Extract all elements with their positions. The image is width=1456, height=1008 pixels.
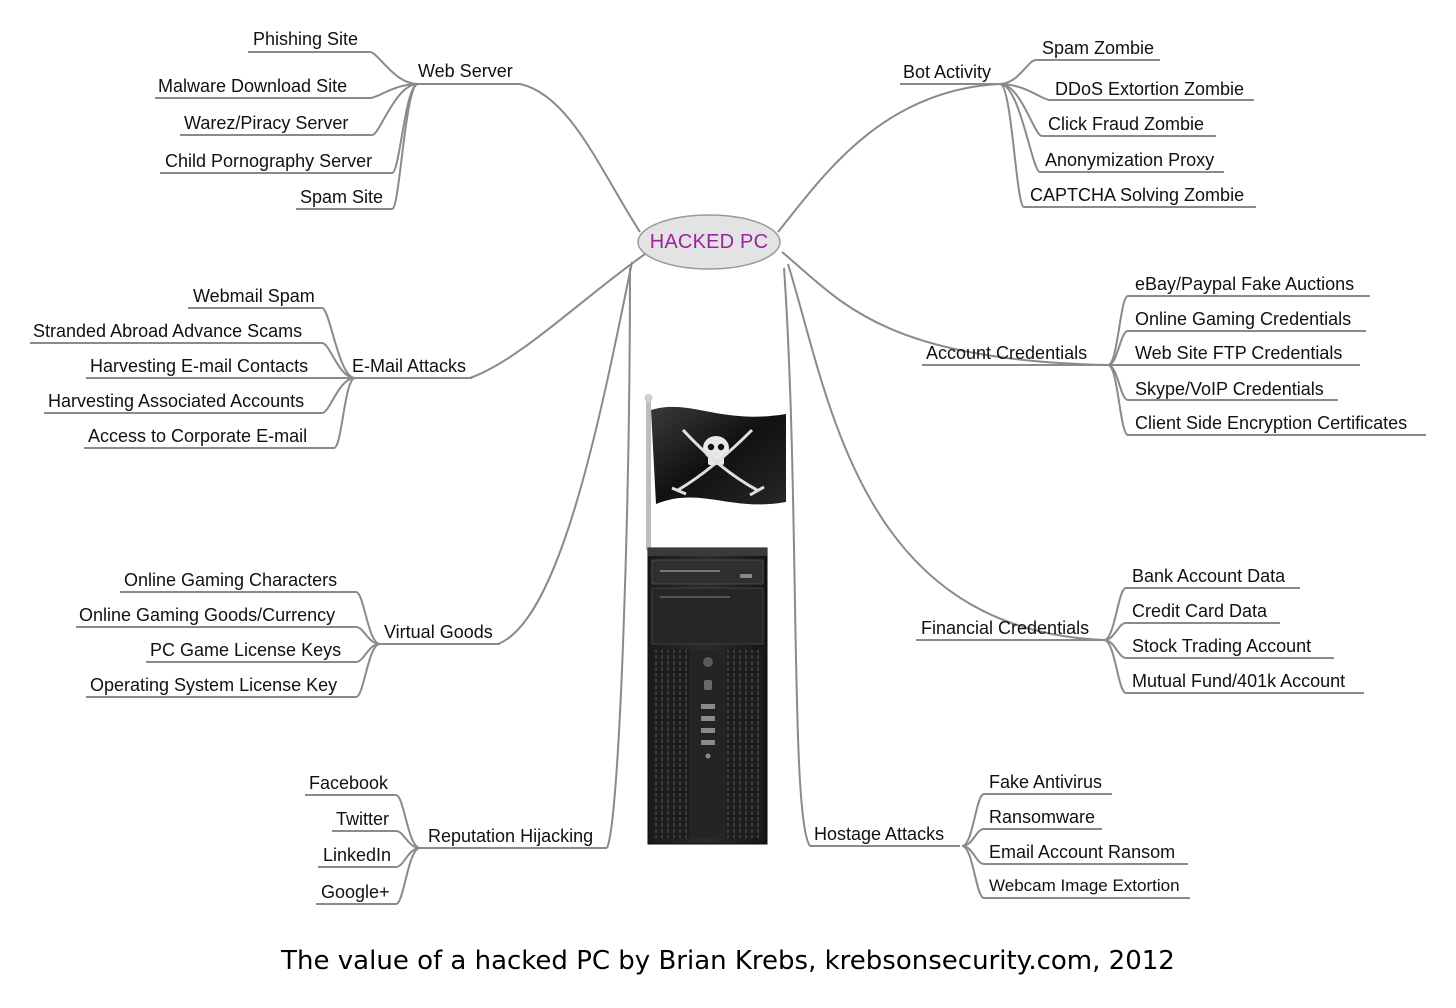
leaf-webmail-spam: Webmail Spam	[193, 286, 315, 306]
leaf-access-corporate-email: Access to Corporate E-mail	[88, 426, 308, 446]
leaf-connector-32	[961, 793, 1112, 847]
leaf-connector-31	[1103, 639, 1364, 694]
leaf-connector-9	[84, 377, 356, 449]
connector-web-server	[519, 83, 641, 233]
connector-hostage-attacks	[783, 267, 811, 847]
leaf-os-license-key: Operating System License Key	[90, 675, 338, 695]
leaf-connector-0	[248, 51, 419, 85]
leaf-online-gaming-characters: Online Gaming Characters	[124, 570, 338, 590]
leaf-connector-10	[120, 591, 381, 645]
center-node-label: HACKED PC	[649, 230, 769, 253]
leaf-google-plus: Google+	[321, 882, 390, 902]
leaf-spam-site: Spam Site	[300, 187, 384, 207]
leaf-connector-21	[999, 83, 1224, 173]
leaf-stranded-abroad-scams: Stranded Abroad Advance Scams	[33, 321, 303, 341]
leaf-connector-35	[961, 845, 1190, 899]
leaf-connector-22	[999, 83, 1256, 208]
pirate-flag-icon	[644, 394, 786, 550]
branch-label-bot-activity: Bot Activity	[903, 62, 992, 82]
leaf-web-site-ftp-credentials: Web Site FTP Credentials	[1135, 343, 1343, 363]
connector-virtual-goods	[497, 261, 633, 645]
leaf-connector-8	[44, 377, 356, 414]
leaf-facebook: Facebook	[309, 773, 389, 793]
leaf-bank-account-data: Bank Account Data	[1132, 566, 1286, 586]
connector-reputation-hijacking	[606, 267, 631, 849]
leaf-phishing-site: Phishing Site	[253, 29, 359, 49]
leaf-connector-2	[180, 83, 419, 136]
branch-label-virtual-goods: Virtual Goods	[384, 622, 493, 642]
leaf-webcam-image-extortion: Webcam Image Extortion	[989, 876, 1180, 895]
leaf-ebay-paypal-fake-auctions: eBay/Paypal Fake Auctions	[1135, 274, 1355, 294]
branch-label-email-attacks: E-Mail Attacks	[352, 356, 467, 376]
leaf-client-side-encryption-certs: Client Side Encryption Certificates	[1135, 413, 1408, 433]
branch-label-financial-credentials: Financial Credentials	[921, 618, 1090, 638]
leaf-connector-14	[305, 794, 421, 849]
connector-financial-credentials	[787, 263, 1105, 641]
branch-label-web-server: Web Server	[418, 61, 513, 81]
branch-label-hostage-attacks: Hostage Attacks	[814, 824, 945, 844]
leaf-connector-13	[86, 643, 381, 698]
leaf-connector-27	[1107, 364, 1426, 436]
leaf-linkedin: LinkedIn	[323, 845, 392, 865]
connector-bot-activity	[777, 83, 1001, 233]
connector-email-attacks	[469, 253, 646, 379]
leaf-spam-zombie: Spam Zombie	[1042, 38, 1155, 58]
leaf-connector-6	[30, 342, 356, 379]
leaf-warez-piracy-server: Warez/Piracy Server	[184, 113, 349, 133]
leaf-harvesting-associated-accounts: Harvesting Associated Accounts	[48, 391, 305, 411]
leaf-stock-trading-account: Stock Trading Account	[1132, 636, 1312, 656]
connector-account-credentials	[781, 251, 1109, 366]
leaf-twitter: Twitter	[336, 809, 390, 829]
leaf-connector-28	[1103, 587, 1300, 641]
leaf-mutual-fund-401k: Mutual Fund/401k Account	[1132, 671, 1346, 691]
leaf-ddos-extortion-zombie: DDoS Extortion Zombie	[1055, 79, 1245, 99]
leaf-click-fraud-zombie: Click Fraud Zombie	[1048, 114, 1205, 134]
computer-tower-icon	[647, 547, 768, 845]
branch-label-reputation-hijacking: Reputation Hijacking	[428, 826, 594, 846]
leaf-online-gaming-goods: Online Gaming Goods/Currency	[79, 605, 336, 625]
leaf-connector-20	[999, 83, 1216, 137]
leaf-email-account-ransom: Email Account Ransom	[989, 842, 1176, 862]
leaf-harvesting-email-contacts: Harvesting E-mail Contacts	[90, 356, 309, 376]
center-node	[637, 214, 781, 270]
connector-lines	[30, 51, 1426, 905]
leaf-child-pornography-server: Child Pornography Server	[165, 151, 373, 171]
leaf-anonymization-proxy: Anonymization Proxy	[1045, 150, 1215, 170]
leaf-credit-card-data: Credit Card Data	[1132, 601, 1268, 621]
leaf-pc-game-license-keys: PC Game License Keys	[150, 640, 342, 660]
leaf-ransomware: Ransomware	[989, 807, 1096, 827]
leaf-connector-4	[296, 83, 419, 210]
leaf-captcha-solving-zombie: CAPTCHA Solving Zombie	[1030, 185, 1245, 205]
figure-caption: The value of a hacked PC by Brian Krebs,…	[281, 946, 1175, 976]
leaf-malware-download-site: Malware Download Site	[158, 76, 348, 96]
branch-label-account-credentials: Account Credentials	[926, 343, 1088, 363]
leaf-connector-17	[316, 847, 421, 905]
leaf-online-gaming-credentials: Online Gaming Credentials	[1135, 309, 1352, 329]
leaf-skype-voip-credentials: Skype/VoIP Credentials	[1135, 379, 1324, 399]
leaf-fake-antivirus: Fake Antivirus	[989, 772, 1103, 792]
